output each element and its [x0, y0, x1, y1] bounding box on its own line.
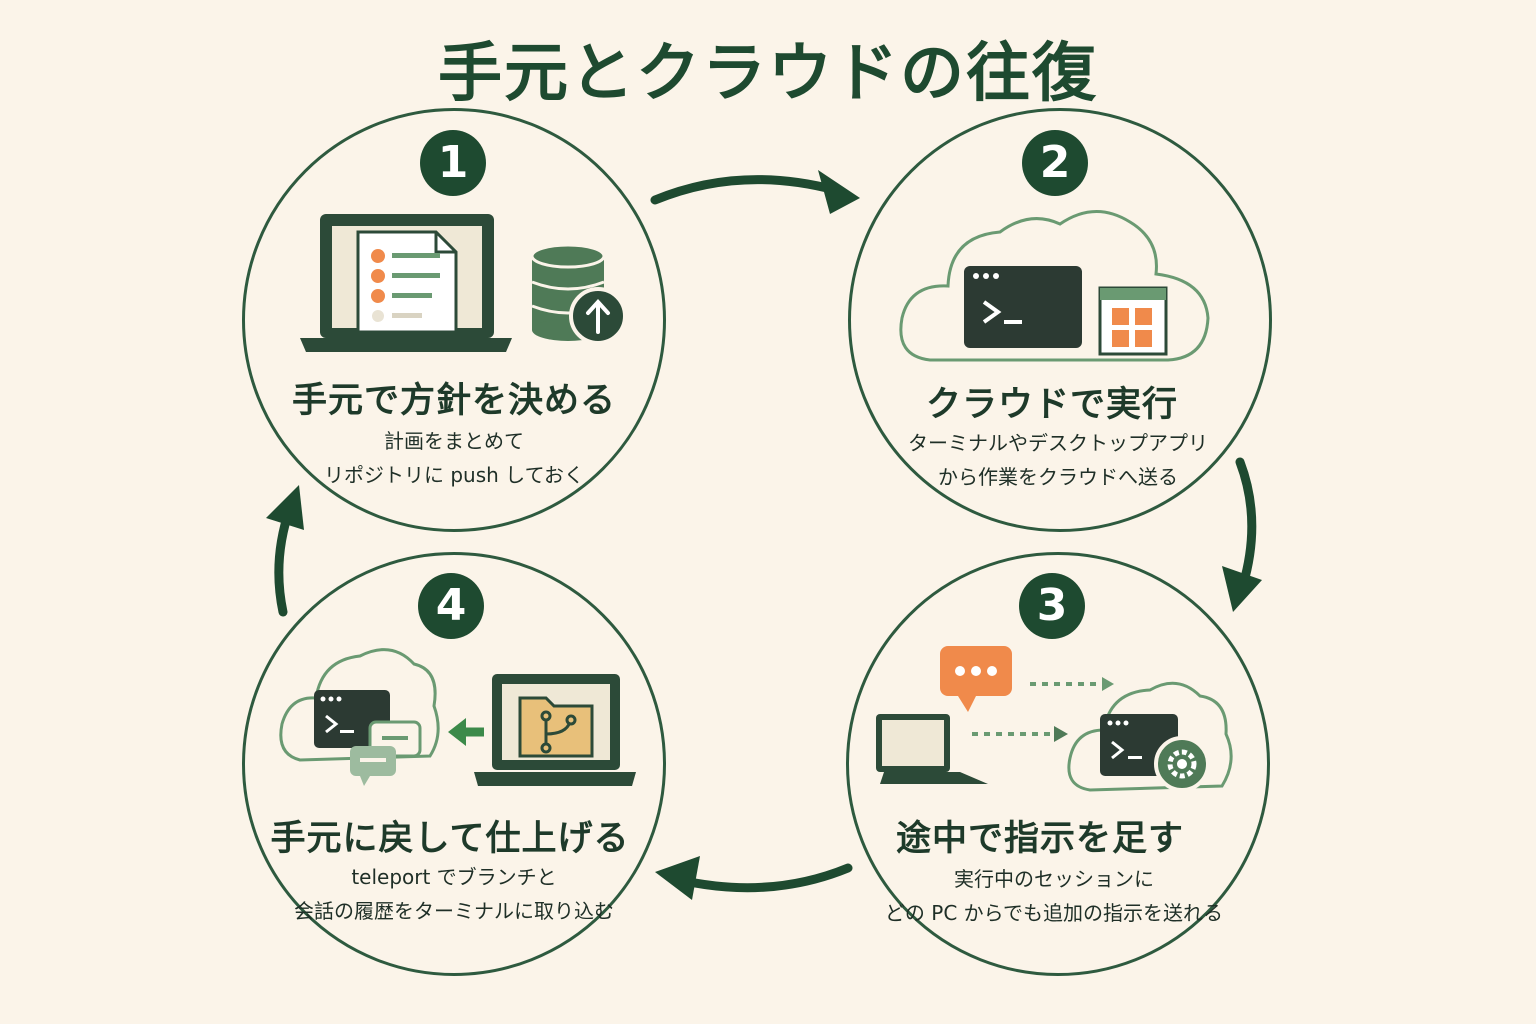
step-1-badge: 1: [420, 130, 486, 196]
step-3-desc-line1: 実行中のセッションに: [954, 867, 1154, 891]
arrow-2-to-3: [1222, 457, 1262, 612]
git-branch-icon: [540, 710, 577, 754]
folder-icon: [518, 696, 594, 758]
step-1-title: 手元で方針を決める: [291, 381, 616, 421]
step-1-circle: [242, 108, 666, 532]
arrow-1-to-2: [650, 170, 860, 214]
step-3-circle: [846, 552, 1270, 976]
step-3-desc: 実行中のセッションに どの PC からでも追加の指示を送れる: [804, 862, 1304, 930]
step-3-badge: 3: [1019, 573, 1085, 639]
step-4-title: 手元に戻して仕上げる: [270, 819, 630, 859]
arrow-3-to-4: [655, 856, 853, 900]
upload-icon: [569, 287, 627, 345]
laptop-icon: [876, 714, 988, 784]
step-3-desc-line2: どの PC からでも追加の指示を送れる: [884, 901, 1224, 925]
step-2-desc-line2: から作業をクラウドへ送る: [938, 465, 1178, 489]
page-title: 手元とクラウドの往復: [438, 37, 1098, 111]
terminal-icon: [964, 266, 1082, 348]
step-2-title: クラウドで実行: [925, 385, 1178, 425]
chat-bubble-icon: [350, 720, 422, 786]
chat-bubble-icon: [940, 646, 1012, 712]
app-window-icon: [1098, 286, 1168, 356]
step-2-circle: [848, 108, 1272, 532]
step-4-desc: teleport でブランチと 会話の履歴をターミナルに取り込む: [204, 860, 704, 928]
step-4-circle: [242, 552, 666, 976]
checklist-icon: [356, 230, 458, 334]
step-2-badge: 2: [1022, 130, 1088, 196]
step-4-desc-line2: 会話の履歴をターミナルに取り込む: [294, 899, 614, 923]
step-4-badge: 4: [418, 573, 484, 639]
step-1-desc-line1: 計画をまとめて: [384, 429, 524, 453]
step-4-desc-line1: teleport でブランチと: [351, 865, 557, 889]
step-1-desc: 計画をまとめて リポジトリに push しておく: [204, 424, 704, 492]
arrow-left-icon: [448, 718, 484, 746]
step-3-title: 途中で指示を足す: [895, 819, 1184, 859]
step-1-desc-line2: リポジトリに push しておく: [324, 463, 584, 487]
arrow-4-to-1: [266, 485, 304, 617]
arrowhead-message: [1102, 677, 1114, 691]
step-2-desc-line1: ターミナルやデスクトップアプリ: [908, 431, 1208, 455]
step-2-desc: ターミナルやデスクトップアプリ から作業をクラウドへ送る: [808, 426, 1308, 494]
arrowhead-laptop: [1054, 726, 1068, 742]
gear-icon: [1154, 736, 1210, 792]
